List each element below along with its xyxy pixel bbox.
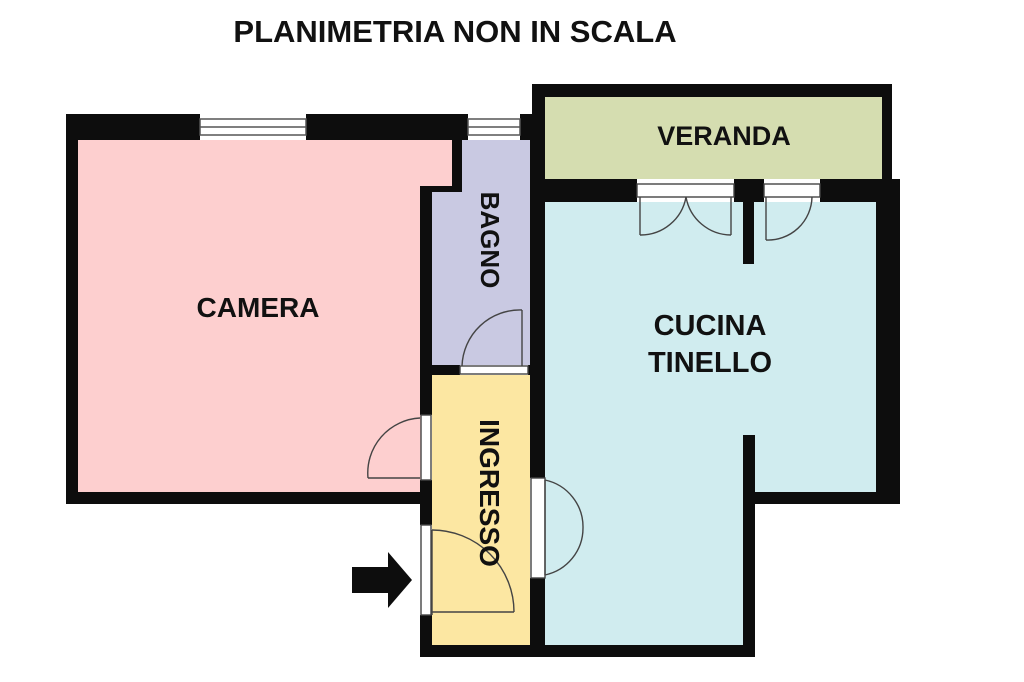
walls (66, 84, 900, 657)
room-bagno (432, 140, 530, 365)
cucina-door (530, 477, 584, 579)
bagno-label: BAGNO (475, 192, 505, 289)
windows (199, 118, 521, 136)
veranda-door-right (763, 183, 821, 241)
room-camera (78, 140, 452, 492)
veranda-label: VERANDA (657, 121, 791, 151)
camera-door (367, 414, 432, 481)
veranda-door-left (636, 183, 735, 236)
bagno-door (459, 309, 529, 375)
room-cucina (545, 202, 876, 645)
cucina-label-line2: TINELLO (648, 347, 772, 379)
ingresso-label: INGRESSO (474, 419, 505, 567)
camera-label: CAMERA (197, 292, 320, 323)
entrance-arrow-icon (352, 552, 412, 608)
doors (367, 183, 821, 616)
entrance-door (420, 524, 515, 616)
plan-title: PLANIMETRIA NON IN SCALA (233, 14, 676, 49)
room-veranda (545, 97, 883, 179)
cucina-label-line1: CUCINA (654, 310, 767, 342)
